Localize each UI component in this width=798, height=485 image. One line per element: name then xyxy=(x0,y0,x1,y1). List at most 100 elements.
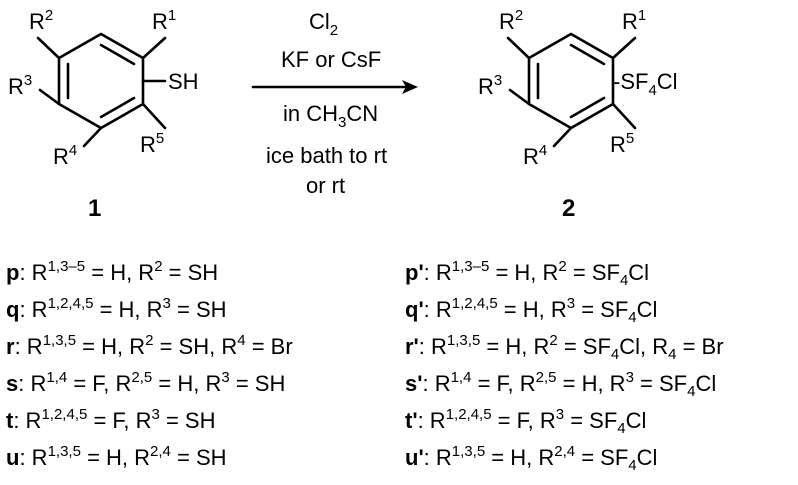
substituent-text: 1,3,5 xyxy=(446,332,481,349)
substituent-text: 1,4 xyxy=(46,369,68,386)
product-bond-r3 xyxy=(508,88,531,106)
substituent-text: = Br xyxy=(676,334,724,359)
substituent-text: Cl xyxy=(628,260,650,285)
compound-letter: t xyxy=(6,408,14,433)
condition-temperature-alt: or rt xyxy=(306,173,345,198)
substituent-text: 2 xyxy=(549,332,558,349)
substituent-text: = H, R xyxy=(85,260,155,285)
substituent-text: 1,2,4,5 xyxy=(451,295,498,312)
substituent-text: = SH xyxy=(229,371,286,396)
substituent-text: = H, R xyxy=(76,334,146,359)
substituent-row: p': R1,3–5 = H, R2 = SF4Cl xyxy=(405,258,650,289)
substituent-text: 4 xyxy=(628,309,637,326)
condition-fluoride-source: KF or CsF xyxy=(281,47,381,72)
substituent-text: 1,2,4,5 xyxy=(41,406,88,423)
substituent-text: = SH xyxy=(159,408,216,433)
reactant-double-bond xyxy=(99,43,136,66)
substituent-text: Cl, R xyxy=(619,334,669,359)
substituent-text: = H, R xyxy=(93,297,163,322)
substituent-text: 2,5 xyxy=(535,369,557,386)
substituent-text: = H, R xyxy=(152,371,222,396)
substituent-text: = Br xyxy=(245,334,293,359)
substituent-text: = SH xyxy=(170,297,227,322)
reactant-r2-label: R2 xyxy=(29,7,53,34)
substituent-text: = F, R xyxy=(491,408,556,433)
substituent-text: = H, R xyxy=(497,297,567,322)
substituent-text: = SH, R xyxy=(153,334,238,359)
compound-letter: s' xyxy=(405,371,423,396)
compound-letter: t' xyxy=(405,408,418,433)
substituent-text: = SF xyxy=(564,408,618,433)
substituent-text: 3 xyxy=(625,369,634,386)
substituent-text: 1,2,4,5 xyxy=(47,295,94,312)
substituent-text: = F, R xyxy=(67,371,132,396)
substituent-text: 1,3,5 xyxy=(42,332,77,349)
product-double-bond xyxy=(569,96,606,119)
substituent-text: Cl xyxy=(636,445,658,470)
substituent-text: 1,3–5 xyxy=(451,258,490,275)
substituent-row: s': R1,4 = F, R2,5 = H, R3 = SF4Cl xyxy=(405,369,717,400)
substituent-text: 3 xyxy=(162,295,171,312)
substituent-text: = F, R xyxy=(471,371,536,396)
substituent-text: = F, R xyxy=(87,408,152,433)
substituent-row: q: R1,2,4,5 = H, R3 = SH xyxy=(6,295,227,326)
reactant-r1-label: R1 xyxy=(152,7,176,34)
substituent-text: 4 xyxy=(237,332,246,349)
arrow-head-icon xyxy=(402,80,418,94)
substituent-text: 2,4 xyxy=(150,443,171,460)
substituent-text: Cl xyxy=(695,371,717,396)
substituent-row: p: R1,3–5 = H, R2 = SH xyxy=(6,258,219,289)
substituent-text: 3 xyxy=(221,369,230,386)
compound-letter: u' xyxy=(405,445,424,470)
product-double-bond xyxy=(569,43,606,66)
product-bond-r5 xyxy=(611,102,637,130)
product-r4-label: R4 xyxy=(523,142,547,169)
substituent-row: t: R1,2,4,5 = F, R3 = SH xyxy=(6,406,216,437)
substituent-text: 1,3–5 xyxy=(47,258,86,275)
compound-letter: r xyxy=(6,334,15,359)
compound-letter: s xyxy=(6,371,19,396)
substituent-text: 1,3,5 xyxy=(47,443,81,460)
reactant-bond-r2 xyxy=(36,36,61,60)
substituent-text: : R xyxy=(423,445,452,470)
substituent-row: q': R1,2,4,5 = H, R3 = SF4Cl xyxy=(405,295,657,326)
substituent-text: : R xyxy=(422,371,451,396)
substituent-text: 4 xyxy=(668,346,677,363)
product-r1-label: R1 xyxy=(622,7,646,34)
substituent-row: r: R1,3,5 = H, R2 = SH, R4 = Br xyxy=(6,332,293,363)
substituent-row: t': R1,2,4,5 = F, R3 = SF4Cl xyxy=(405,406,646,437)
substituent-row: u': R1,3,5 = H, R2,4 = SF4Cl xyxy=(405,443,658,474)
reactant-r5-label: R5 xyxy=(140,130,164,157)
substituent-text: 4 xyxy=(687,383,696,400)
condition-reagent: Cl2 xyxy=(309,9,338,39)
compound-letter: q xyxy=(6,297,20,322)
reactant-r3-label: R3 xyxy=(8,72,32,99)
substituent-text: 3 xyxy=(555,406,565,423)
substituent-text: 4 xyxy=(617,420,626,437)
substituent-text: : R xyxy=(19,260,48,285)
substituent-text: 2,5 xyxy=(131,369,153,386)
product-r5-label: R5 xyxy=(610,130,634,157)
product-bond-r2 xyxy=(506,36,531,60)
substituent-text: = H, R xyxy=(480,334,550,359)
substituent-row: s: R1,4 = F, R2,5 = H, R3 = SH xyxy=(6,369,286,400)
reactant-structure xyxy=(36,32,167,148)
substituent-text: : R xyxy=(417,408,446,433)
product-structure xyxy=(506,32,637,148)
reactant-bond-r1 xyxy=(141,36,167,60)
substituent-text: = SH xyxy=(162,260,219,285)
substituent-text: 1,4 xyxy=(450,369,472,386)
substituent-text: 2,4 xyxy=(554,443,576,460)
reactant-bond-r5 xyxy=(141,102,167,130)
reactant-number: 1 xyxy=(88,195,101,222)
substituent-text: 1,3,5 xyxy=(451,443,486,460)
substituent-text: = H, R xyxy=(80,445,151,470)
substituent-text: : R xyxy=(19,445,48,470)
substituent-text: : R xyxy=(423,260,452,285)
substituent-text: : R xyxy=(14,334,43,359)
substituent-text: 4 xyxy=(628,457,637,474)
product-sf4cl-label: -SF4Cl xyxy=(613,69,678,99)
reactant-bond-r4 xyxy=(82,126,103,148)
